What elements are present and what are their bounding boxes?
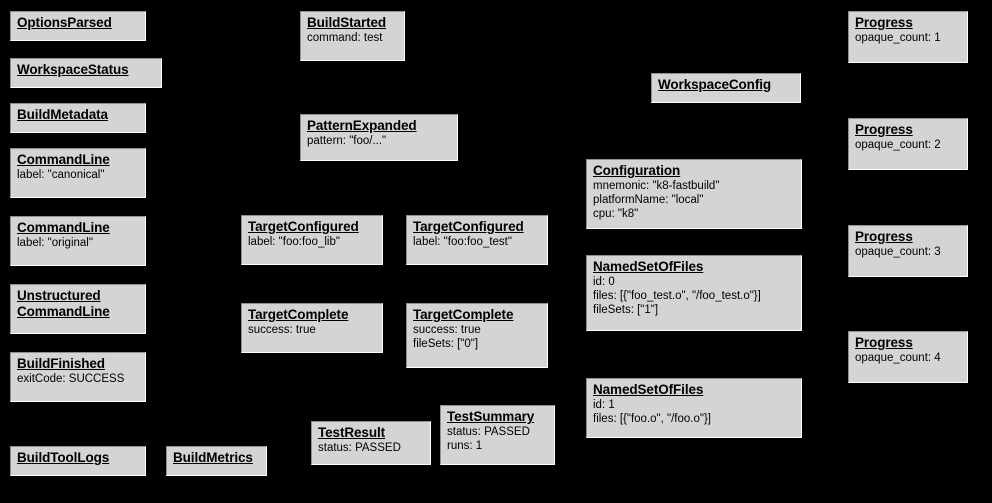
node-named-set-of-files-1[interactable]: NamedSetOfFiles id: 1 files: [{"foo.o", "/… (586, 378, 802, 438)
node-title: BuildFinished (17, 356, 105, 371)
node-target-configured-foo-lib[interactable]: TargetConfigured label: "foo:foo_lib" (241, 215, 383, 265)
node-test-summary[interactable]: TestSummary status: PASSED runs: 1 (440, 405, 555, 465)
node-fields: opaque_count: 1 (855, 31, 961, 45)
node-title: Unstructured CommandLine (17, 288, 110, 319)
node-field: opaque_count: 1 (855, 32, 941, 44)
node-field: mnemonic: "k8-fastbuild" (593, 180, 720, 192)
node-field: opaque_count: 4 (855, 352, 941, 364)
node-title: BuildStarted (307, 15, 387, 30)
node-unstructured-command-line[interactable]: Unstructured CommandLine (10, 284, 146, 334)
node-build-metrics[interactable]: BuildMetrics (166, 446, 267, 476)
node-field: label: "canonical" (17, 169, 105, 181)
node-progress-4[interactable]: Progress opaque_count: 4 (848, 331, 968, 383)
node-title: Progress (855, 335, 913, 350)
node-field: runs: 1 (447, 440, 483, 452)
node-fields: opaque_count: 3 (855, 245, 961, 259)
node-title: BuildToolLogs (17, 450, 110, 465)
node-field: id: 1 (593, 399, 615, 411)
node-title: NamedSetOfFiles (593, 259, 704, 274)
node-field: command: test (307, 32, 383, 44)
node-build-started[interactable]: BuildStarted command: test (300, 11, 405, 61)
node-field: platformName: "local" (593, 194, 704, 206)
node-command-line-canonical[interactable]: CommandLine label: "canonical" (10, 148, 146, 198)
node-build-finished[interactable]: BuildFinished exitCode: SUCCESS (10, 352, 146, 402)
node-fields: status: PASSED runs: 1 (447, 425, 548, 453)
node-field: opaque_count: 3 (855, 246, 941, 258)
node-fields: id: 1 files: [{"foo.o", "/foo.o"}] (593, 398, 795, 426)
node-build-tool-logs[interactable]: BuildToolLogs (10, 446, 146, 476)
node-command-line-original[interactable]: CommandLine label: "original" (10, 216, 146, 266)
node-configuration[interactable]: Configuration mnemonic: "k8-fastbuild" pla… (586, 159, 802, 229)
node-target-configured-foo-test[interactable]: TargetConfigured label: "foo:foo_test" (406, 215, 548, 265)
node-fields: opaque_count: 4 (855, 351, 961, 365)
node-title: Configuration (593, 163, 681, 178)
node-field: success: true (248, 324, 316, 336)
node-progress-3[interactable]: Progress opaque_count: 3 (848, 225, 968, 277)
node-field: status: PASSED (447, 426, 530, 438)
node-field: label: "foo:foo_lib" (248, 236, 340, 248)
node-target-complete-test[interactable]: TargetComplete success: true fileSets: ["0… (406, 303, 548, 368)
node-field: success: true (413, 324, 481, 336)
node-options-parsed[interactable]: OptionsParsed (10, 11, 146, 41)
node-fields: status: PASSED (318, 441, 424, 455)
node-field: exitCode: SUCCESS (17, 373, 125, 385)
node-title: BuildMetrics (173, 450, 253, 465)
node-field: pattern: "foo/..." (307, 135, 387, 147)
node-title: TestResult (318, 425, 386, 440)
node-fields: exitCode: SUCCESS (17, 372, 139, 386)
node-title: WorkspaceConfig (658, 77, 772, 92)
node-title: WorkspaceStatus (17, 62, 129, 77)
node-progress-1[interactable]: Progress opaque_count: 1 (848, 11, 968, 63)
node-fields: label: "foo:foo_lib" (248, 235, 376, 249)
node-title: OptionsParsed (17, 15, 112, 30)
node-fields: pattern: "foo/..." (307, 134, 451, 148)
node-target-complete-lib[interactable]: TargetComplete success: true (241, 303, 383, 353)
node-title: TargetConfigured (413, 219, 524, 234)
node-workspace-config[interactable]: WorkspaceConfig (651, 73, 801, 103)
node-progress-2[interactable]: Progress opaque_count: 2 (848, 118, 968, 170)
node-field: opaque_count: 2 (855, 139, 941, 151)
node-title: Progress (855, 15, 913, 30)
node-fields: command: test (307, 31, 398, 45)
node-title: TargetConfigured (248, 219, 359, 234)
node-title: CommandLine (17, 152, 110, 167)
node-title: TargetComplete (248, 307, 349, 322)
node-workspace-status[interactable]: WorkspaceStatus (10, 58, 162, 88)
node-title: NamedSetOfFiles (593, 382, 704, 397)
node-field: fileSets: ["0"] (413, 338, 479, 350)
node-test-result[interactable]: TestResult status: PASSED (311, 421, 431, 465)
node-title: Progress (855, 122, 913, 137)
node-field: label: "foo:foo_test" (413, 236, 512, 248)
node-fields: success: true fileSets: ["0"] (413, 323, 541, 351)
node-pattern-expanded[interactable]: PatternExpanded pattern: "foo/..." (300, 114, 458, 161)
node-fields: opaque_count: 2 (855, 138, 961, 152)
node-fields: id: 0 files: [{"foo_test.o", "/foo_test.o… (593, 275, 795, 317)
node-build-metadata[interactable]: BuildMetadata (10, 103, 146, 133)
node-title: Progress (855, 229, 913, 244)
node-field: files: [{"foo_test.o", "/foo_test.o"}] (593, 290, 761, 302)
node-fields: mnemonic: "k8-fastbuild" platformName: "l… (593, 179, 795, 221)
node-title: PatternExpanded (307, 118, 417, 133)
node-title: BuildMetadata (17, 107, 108, 122)
node-field: fileSets: ["1"] (593, 304, 659, 316)
node-fields: label: "canonical" (17, 168, 139, 182)
node-named-set-of-files-0[interactable]: NamedSetOfFiles id: 0 files: [{"foo_test.o… (586, 255, 802, 331)
node-field: files: [{"foo.o", "/foo.o"}] (593, 413, 711, 425)
node-field: label: "original" (17, 237, 93, 249)
node-fields: label: "foo:foo_test" (413, 235, 541, 249)
node-title: CommandLine (17, 220, 110, 235)
node-field: cpu: "k8" (593, 208, 639, 220)
node-title: TestSummary (447, 409, 535, 424)
node-field: id: 0 (593, 276, 615, 288)
node-fields: success: true (248, 323, 376, 337)
node-title: TargetComplete (413, 307, 514, 322)
node-field: status: PASSED (318, 442, 401, 454)
node-fields: label: "original" (17, 236, 139, 250)
